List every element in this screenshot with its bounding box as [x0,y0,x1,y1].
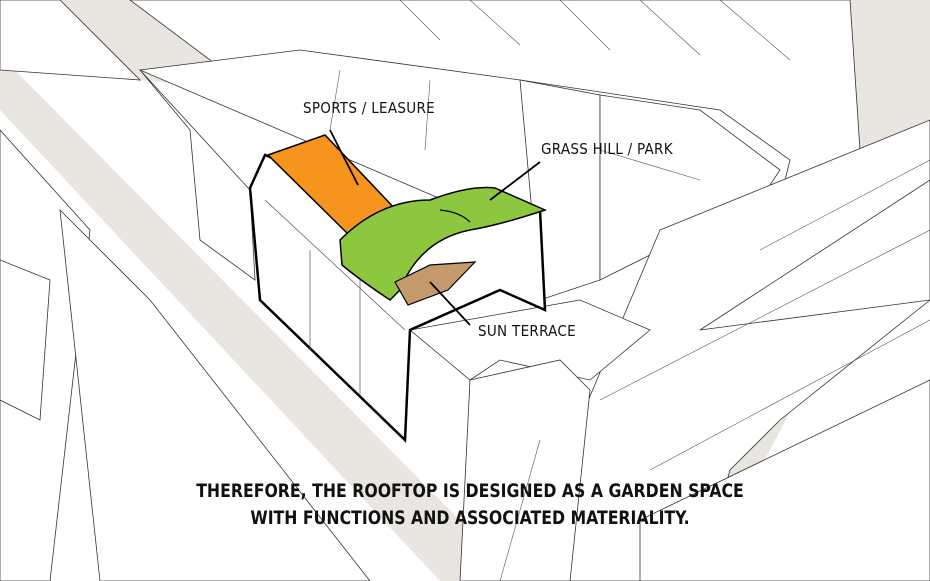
label-sun-terrace: SUN TERRACE [478,322,576,340]
grass-hill [339,186,548,301]
sun-terrace [394,261,477,306]
street-topright [850,0,930,150]
label-sports-leasure: SPORTS / LEASURE [303,99,435,117]
caption-line-2: WITH FUNCTIONS AND ASSOCIATED MATERIALIT… [250,507,690,529]
label-grass-hill-park: GRASS HILL / PARK [541,140,673,158]
caption: THEREFORE, THE ROOFTOP IS DESIGNED AS A … [176,478,765,532]
street-left [0,55,520,581]
caption-line-1: THEREFORE, THE ROOFTOP IS DESIGNED AS A … [196,480,744,502]
leader-lines [329,129,541,326]
